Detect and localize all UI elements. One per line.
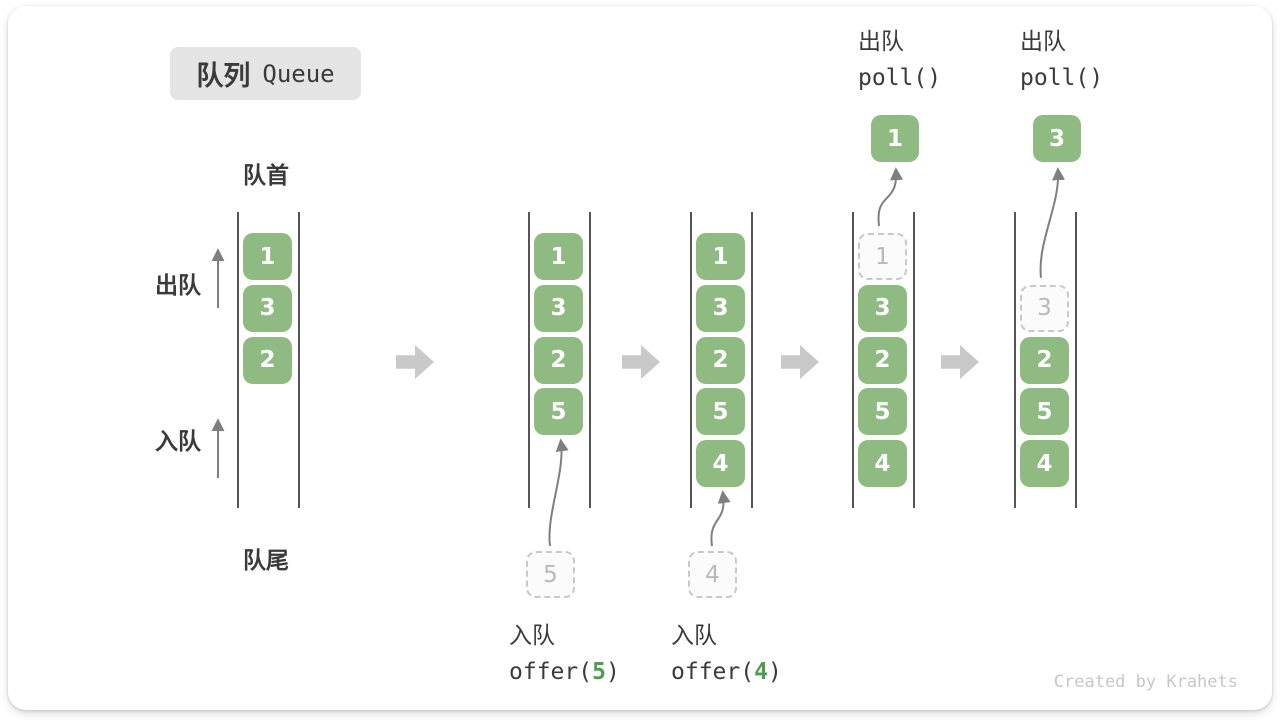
dequeue-op-zh: 出队 [1020, 29, 1066, 55]
queue-wall-right [751, 212, 753, 508]
dequeue-op-zh: 出队 [858, 29, 904, 55]
title-en: Queue [262, 59, 335, 88]
enqueue-op-label: 入队 offer(4) [671, 618, 782, 690]
dequeue-op-code: poll() [1020, 65, 1104, 91]
queue-wall-right [589, 212, 591, 508]
queue-cell: 3 [534, 284, 583, 332]
dequeue-op-label: 出队 poll() [858, 24, 941, 96]
polled-value-box: 3 [1033, 115, 1081, 162]
queue-cell: 4 [1020, 440, 1069, 487]
queue-cell: 2 [534, 336, 583, 384]
queue-cell: 4 [696, 440, 745, 487]
label-queue-front: 队首 [243, 163, 289, 189]
queue-wall-left [237, 212, 239, 508]
label-dequeue-side: 出队 [155, 273, 201, 299]
queue-cell: 5 [1020, 388, 1069, 436]
enqueue-value-box: 4 [688, 551, 737, 598]
queue-wall-right [1075, 212, 1077, 508]
label-enqueue-side: 入队 [155, 429, 201, 455]
queue-cell: 3 [696, 284, 745, 332]
enqueue-op-code: offer(5) [509, 659, 620, 685]
enqueue-value-box: 5 [526, 551, 575, 598]
queue-cell: 1 [534, 233, 583, 280]
enqueue-op-label: 入队 offer(5) [509, 618, 620, 690]
polled-value-box: 1 [871, 115, 919, 162]
queue-cell: 2 [1020, 336, 1069, 384]
enqueue-op-zh: 入队 [671, 623, 717, 649]
queue-cell: 1 [243, 233, 292, 280]
queue-wall-left [690, 212, 692, 508]
queue-cell: 1 [696, 233, 745, 280]
queue-cell: 2 [243, 336, 292, 384]
title-zh: 队列 [196, 61, 251, 92]
label-queue-rear: 队尾 [243, 548, 289, 574]
queue-cell: 2 [696, 336, 745, 384]
queue-cell: 5 [858, 388, 907, 436]
dequeue-op-label: 出队 poll() [1020, 24, 1103, 96]
dequeue-op-code: poll() [858, 65, 942, 91]
queue-wall-left [528, 212, 530, 508]
queue-wall-left [852, 212, 854, 508]
dequeued-cell: 3 [1020, 284, 1069, 332]
watermark: Created by Krahets [1053, 672, 1238, 692]
queue-wall-right [913, 212, 915, 508]
queue-cell: 2 [858, 336, 907, 384]
queue-cell: 3 [243, 284, 292, 332]
enqueue-op-zh: 入队 [509, 623, 555, 649]
queue-wall-right [298, 212, 300, 508]
queue-cell: 3 [858, 284, 907, 332]
dequeued-cell: 1 [858, 233, 907, 280]
queue-cell: 4 [858, 440, 907, 487]
enqueue-op-code: offer(4) [671, 659, 782, 685]
queue-cell: 5 [534, 388, 583, 436]
queue-wall-left [1014, 212, 1016, 508]
queue-cell: 5 [696, 388, 745, 436]
title-badge: 队列 Queue [170, 47, 361, 100]
